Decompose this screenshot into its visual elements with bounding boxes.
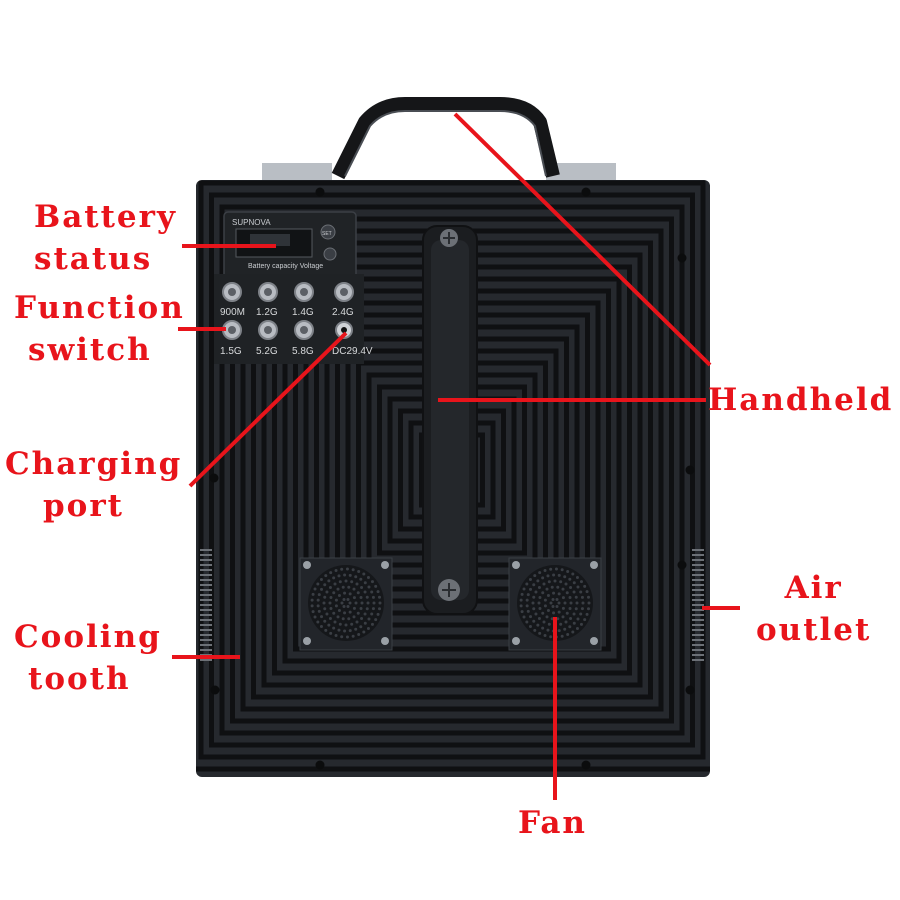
function-switch-panel: 900M 1.5G 1.2G 5.2G 1.4G 5.8G 2.4G DC29.4V <box>214 274 373 364</box>
line-handheld-top <box>453 112 712 367</box>
port-label: 5.2G <box>256 346 278 357</box>
label-cooling-tooth-line2: tooth <box>28 661 131 697</box>
label-function-switch-line1: Function <box>14 290 185 326</box>
port-label: 5.8G <box>292 346 314 357</box>
cooling-teeth <box>200 549 704 661</box>
annotation-lines <box>172 112 740 800</box>
label-air-outlet-line1: Air <box>784 570 843 606</box>
fan-left <box>299 557 393 651</box>
label-battery-status: Battery status <box>34 196 177 280</box>
set-button-label: SET <box>322 231 332 237</box>
control-panel: SUPNOVA Battery capacity Voltage SET <box>223 211 357 279</box>
label-handheld: Handheld <box>708 382 894 418</box>
label-charging-port-line1: Charging <box>5 446 183 482</box>
label-function-switch-line2: switch <box>28 332 152 368</box>
port-label: 1.5G <box>220 346 242 357</box>
brand-label: SUPNOVA <box>232 218 271 227</box>
label-cooling-tooth-line1: Cooling <box>14 619 162 655</box>
handheld-grip <box>422 225 478 615</box>
port-label: 900M <box>220 307 245 318</box>
port-label: 1.4G <box>292 307 314 318</box>
label-battery-status-line2: status <box>34 241 153 277</box>
label-charging-port: Charging port <box>5 443 182 527</box>
top-handle <box>262 97 616 183</box>
mode-button[interactable] <box>323 247 337 261</box>
port-label: DC29.4V <box>332 346 373 357</box>
port-label: 2.4G <box>332 307 354 318</box>
line-charging-port <box>188 331 348 488</box>
label-air-outlet: Air outlet <box>756 567 871 651</box>
label-charging-port-line2: port <box>43 488 125 524</box>
port-label: 1.2G <box>256 307 278 318</box>
label-cooling-tooth: Cooling tooth <box>14 616 162 700</box>
display-caption: Battery capacity Voltage <box>248 263 323 270</box>
label-air-outlet-line2: outlet <box>756 612 872 648</box>
label-fan: Fan <box>518 805 587 841</box>
label-function-switch: Function switch <box>14 287 185 371</box>
set-button[interactable] <box>320 224 336 240</box>
label-battery-status-line1: Battery <box>34 199 177 235</box>
